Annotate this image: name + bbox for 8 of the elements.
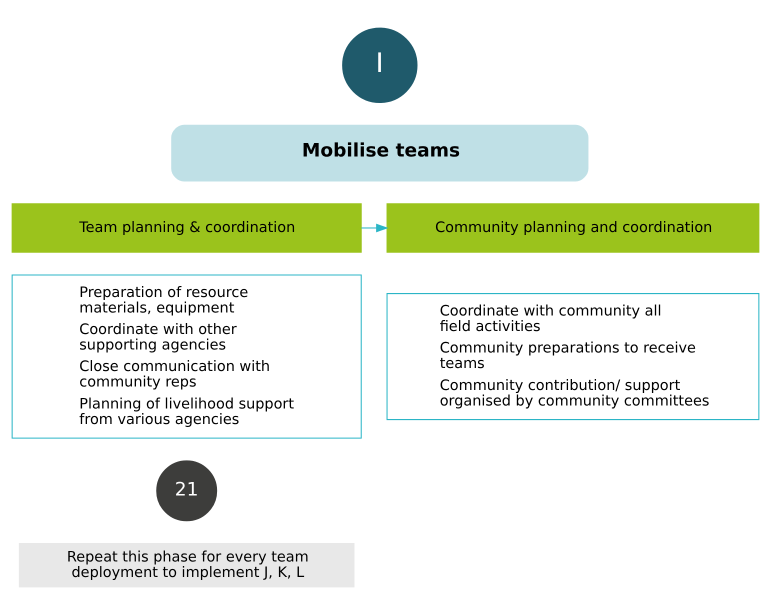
node-box: Team planning & coordination <box>12 202 362 252</box>
node-box: Preparation of resource materials, equipment Coordinate with other supporting agencies Close communication with community reps Planning of livelihood support from various agencies <box>12 274 362 438</box>
node-box: Coordinate with community all field activities Community preparations to receive teams Community contribution/ support organised by community committees <box>386 292 760 420</box>
arrow <box>361 223 389 232</box>
node-box: Mobilise teams <box>171 124 588 181</box>
node-circle: 21 <box>156 460 218 521</box>
node-circle: I <box>342 27 418 102</box>
node-box: Community planning and coordination <box>386 202 760 252</box>
